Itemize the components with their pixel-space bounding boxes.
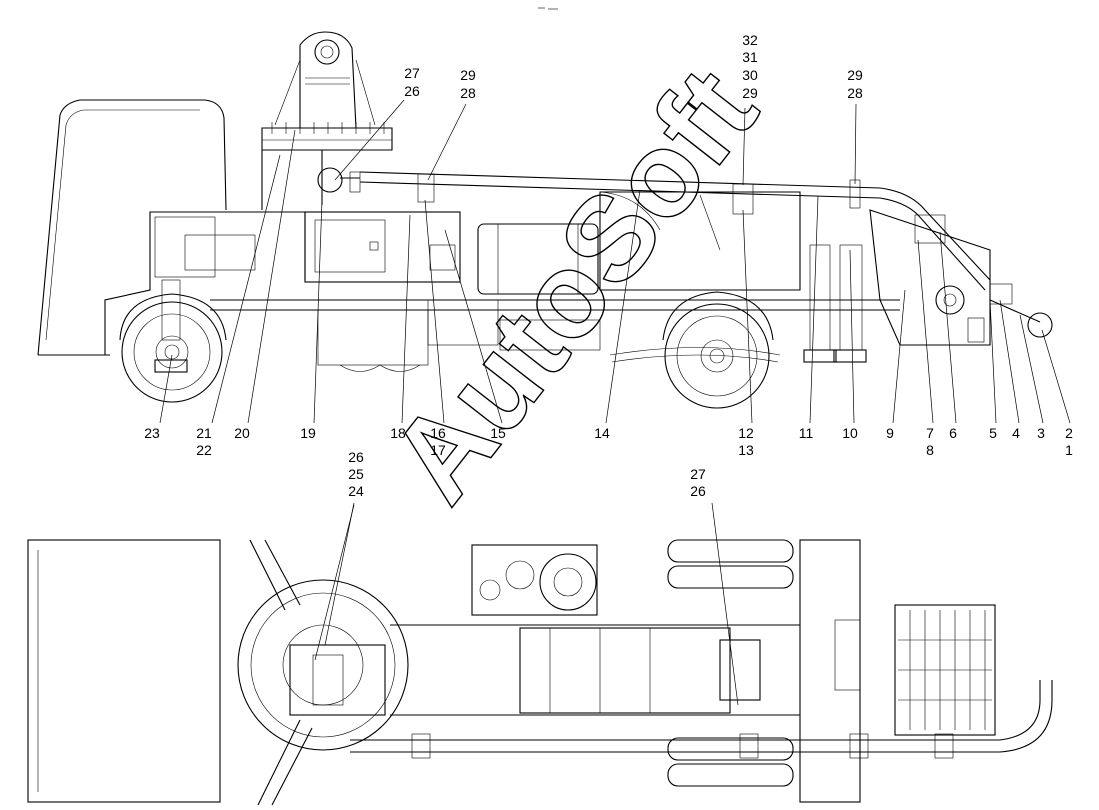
page-mark	[538, 7, 558, 10]
callout-29: 29	[742, 85, 758, 101]
callout-17: 17	[430, 442, 446, 458]
callout-11: 11	[799, 425, 814, 441]
callout-19: 19	[300, 425, 316, 441]
callout-28: 28	[460, 85, 476, 101]
hopper-grid	[898, 610, 992, 730]
callout-2: 2	[1065, 425, 1073, 441]
callout-23: 23	[144, 425, 160, 441]
side-view-leaders	[159, 99, 1071, 424]
callout-12: 12	[738, 425, 754, 441]
callout-29: 29	[460, 67, 476, 83]
callout-24: 24	[348, 483, 364, 499]
callout-28: 28	[847, 85, 863, 101]
callout-29: 29	[847, 67, 863, 83]
callout-3: 3	[1037, 425, 1045, 441]
callout-25: 25	[348, 466, 364, 482]
callout-26: 26	[404, 83, 420, 99]
watermark: AutoSoft	[365, 44, 782, 526]
callout-21: 21	[196, 425, 212, 441]
top-view-drawing	[27, 539, 1053, 806]
callout-7: 7	[926, 425, 934, 441]
callout-9: 9	[886, 425, 894, 441]
callout-4: 4	[1012, 425, 1020, 441]
callout-8: 8	[926, 442, 934, 458]
callout-26: 26	[348, 449, 364, 465]
top-view-leaders	[314, 502, 739, 706]
callout-26: 26	[690, 483, 706, 499]
callout-6: 6	[949, 425, 957, 441]
callout-18: 18	[390, 425, 406, 441]
callout-20: 20	[234, 425, 250, 441]
callout-32: 32	[742, 32, 758, 48]
callout-16: 16	[430, 425, 446, 441]
callout-15: 15	[490, 425, 506, 441]
callout-13: 13	[738, 442, 754, 458]
callout-27: 27	[690, 466, 706, 482]
side-view-drawing	[37, 31, 1053, 409]
callout-22: 22	[196, 442, 212, 458]
callout-10: 10	[842, 425, 858, 441]
callout-1: 1	[1065, 442, 1073, 458]
callout-14: 14	[594, 425, 610, 441]
callout-5: 5	[989, 425, 997, 441]
callout-27: 27	[404, 65, 420, 81]
callout-30: 30	[742, 67, 758, 83]
callout-31: 31	[742, 49, 758, 65]
